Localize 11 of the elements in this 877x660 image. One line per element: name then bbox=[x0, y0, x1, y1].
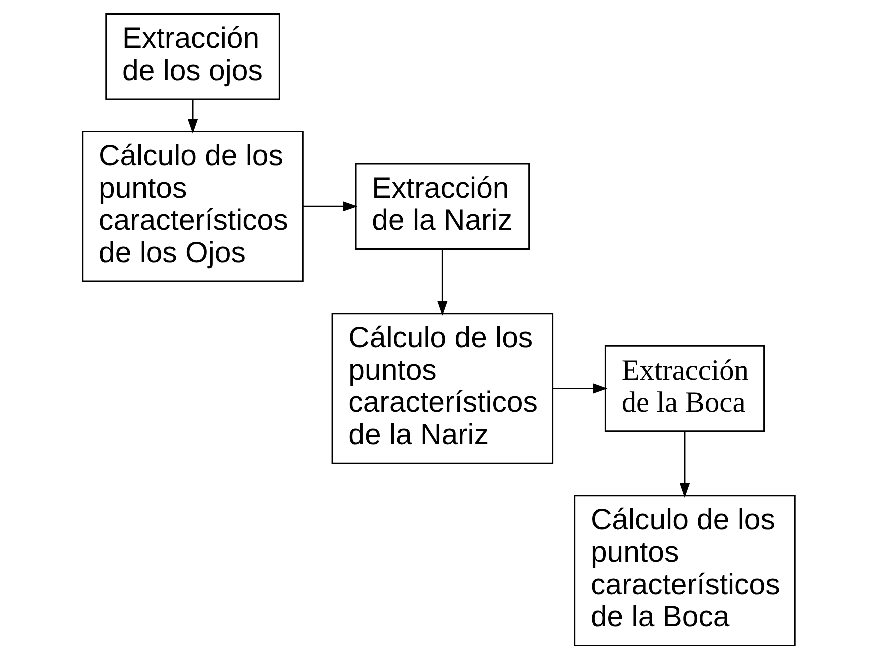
node-box: Cálculo de los puntos característicos de la Boca bbox=[574, 495, 796, 646]
node-box: Cálculo de los puntos característicos de los Ojos bbox=[82, 131, 304, 282]
node-box: Cálculo de los puntos característicos de la Nariz bbox=[331, 313, 554, 464]
node-box: Extracción de los ojos bbox=[105, 14, 280, 100]
arrow bbox=[552, 384, 608, 394]
node-box: Extracción de la Nariz bbox=[354, 163, 530, 250]
arrow bbox=[437, 250, 448, 316]
node-box: Extracción de la Boca bbox=[604, 345, 765, 432]
arrow bbox=[679, 432, 690, 498]
arrow bbox=[187, 100, 198, 134]
arrow bbox=[302, 202, 358, 212]
